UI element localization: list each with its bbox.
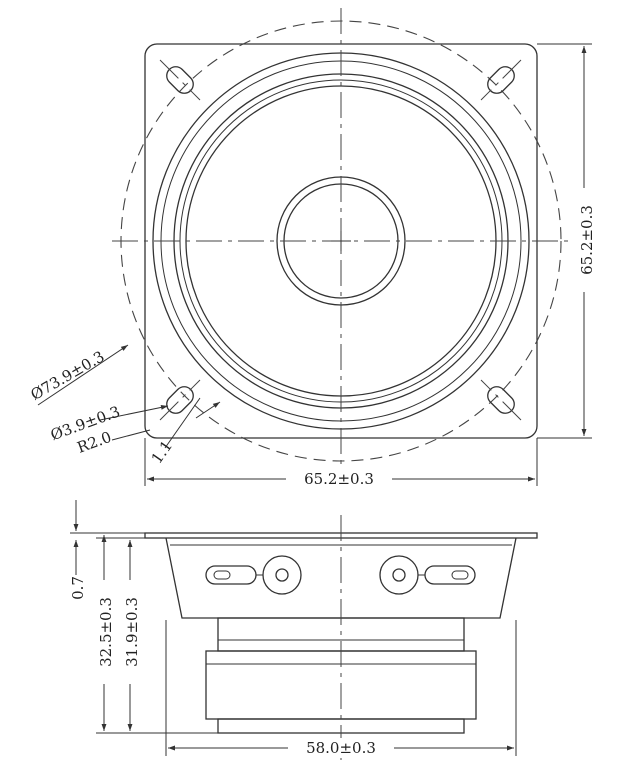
- flange-label: 0.7: [69, 576, 87, 600]
- terminal-left: [205, 555, 302, 595]
- front-view: 65.2±0.3 65.2±0.3 Ø73.9±0.3 Ø3.9±0.3 R2.…: [27, 8, 596, 489]
- body-depth-label: 31.9±0.3: [123, 597, 141, 667]
- bolt-circle-leader: [37, 344, 129, 406]
- hole-leader: [99, 405, 169, 421]
- bolt-circle-label: Ø73.9±0.3: [27, 347, 107, 404]
- front-width-label: 65.2±0.3: [304, 470, 374, 488]
- total-depth-label: 32.5±0.3: [97, 597, 115, 667]
- side-view: 0.7 32.5±0.3 31.9±0.3 58.0±0.3: [69, 500, 538, 760]
- front-height-label: 65.2±0.3: [578, 205, 596, 275]
- edge-distance-label: 1.1: [148, 437, 176, 467]
- terminal-right: [379, 555, 476, 595]
- body-width-label: 58.0±0.3: [306, 739, 376, 757]
